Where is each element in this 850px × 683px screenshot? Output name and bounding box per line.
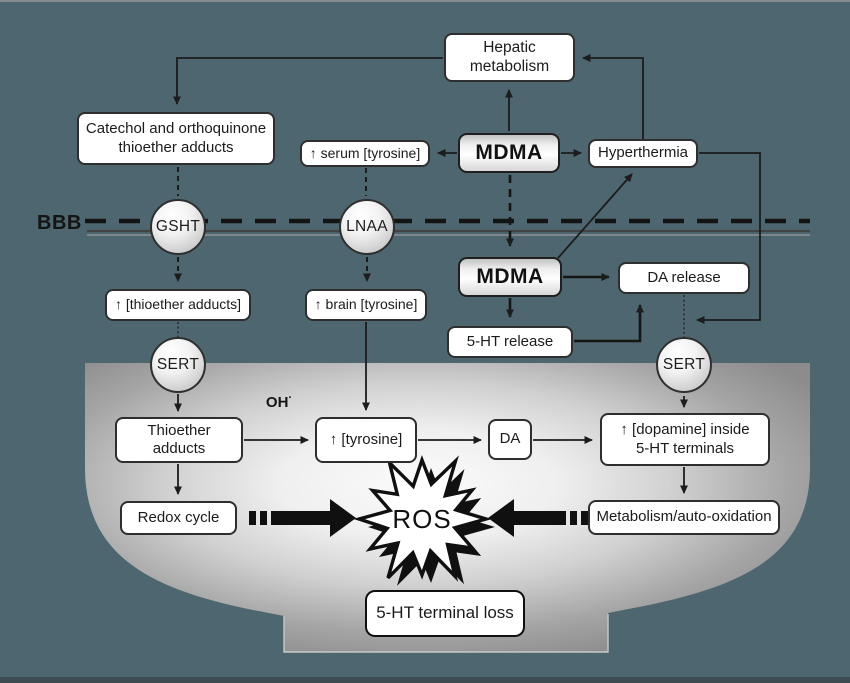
terminal-tab-highlight xyxy=(283,614,609,653)
node-catechol-adducts: Catechol and orthoquinone thioether addu… xyxy=(77,112,275,165)
bbb-label: BBB xyxy=(37,212,82,234)
arrow-hepatic-metabolism-to-catechol-adducts xyxy=(173,57,443,106)
node-tyrosine-terminal: ↑ [tyrosine] xyxy=(315,417,417,463)
node-serotonin-release: 5-HT release xyxy=(447,326,573,358)
node-thioether-adducts-terminal: Thioether adducts xyxy=(115,417,243,463)
transporter-lnaa: LNAA xyxy=(339,199,395,255)
image-top-border xyxy=(0,0,850,2)
transporter-sert-left: SERT xyxy=(150,337,206,393)
oh-radical-dot: · xyxy=(288,392,293,404)
ros-label: ROS xyxy=(392,503,452,534)
arrow-hyperthermia-to-sert-link xyxy=(695,152,761,324)
node-mdma-brain: MDMA xyxy=(458,257,562,297)
node-dopamine-inside: ↑ [dopamine] inside 5-HT terminals xyxy=(600,413,770,466)
image-bottom-border xyxy=(0,677,850,683)
node-redox-cycle: Redox cycle xyxy=(120,501,237,535)
node-mdma-peripheral: MDMA xyxy=(458,133,560,173)
block-arrow-metabolism-to-ros xyxy=(488,499,588,537)
node-thioether-adducts-increase: ↑ [thioether adducts] xyxy=(105,289,251,321)
arrow-serotonin-release-to-da-release xyxy=(574,303,644,343)
node-serotonin-terminal-loss: 5-HT terminal loss xyxy=(365,590,525,637)
node-metabolism-auto-oxidation: Metabolism/auto-oxidation xyxy=(588,500,780,535)
node-brain-tyrosine: ↑ brain [tyrosine] xyxy=(305,289,427,321)
node-hyperthermia: Hyperthermia xyxy=(588,139,698,168)
oh-text: OH xyxy=(265,394,289,411)
arrow-hyperthermia-to-hepatic-metabolism xyxy=(581,54,644,139)
ros-starburst xyxy=(353,454,495,586)
node-da-release: DA release xyxy=(618,262,750,294)
transporter-sert-right: SERT xyxy=(656,337,712,393)
arrow-mdma-brain-to-hyperthermia-diagonal xyxy=(557,173,633,259)
transporter-gsht: GSHT xyxy=(150,199,206,255)
node-serum-tyrosine: ↑ serum [tyrosine] xyxy=(300,140,430,167)
node-da: DA xyxy=(488,419,532,460)
hydroxyl-radical-label: OH· xyxy=(258,392,300,411)
node-hepatic-metabolism: Hepatic metabolism xyxy=(444,33,575,82)
block-arrow-redox-to-ros xyxy=(249,499,356,537)
